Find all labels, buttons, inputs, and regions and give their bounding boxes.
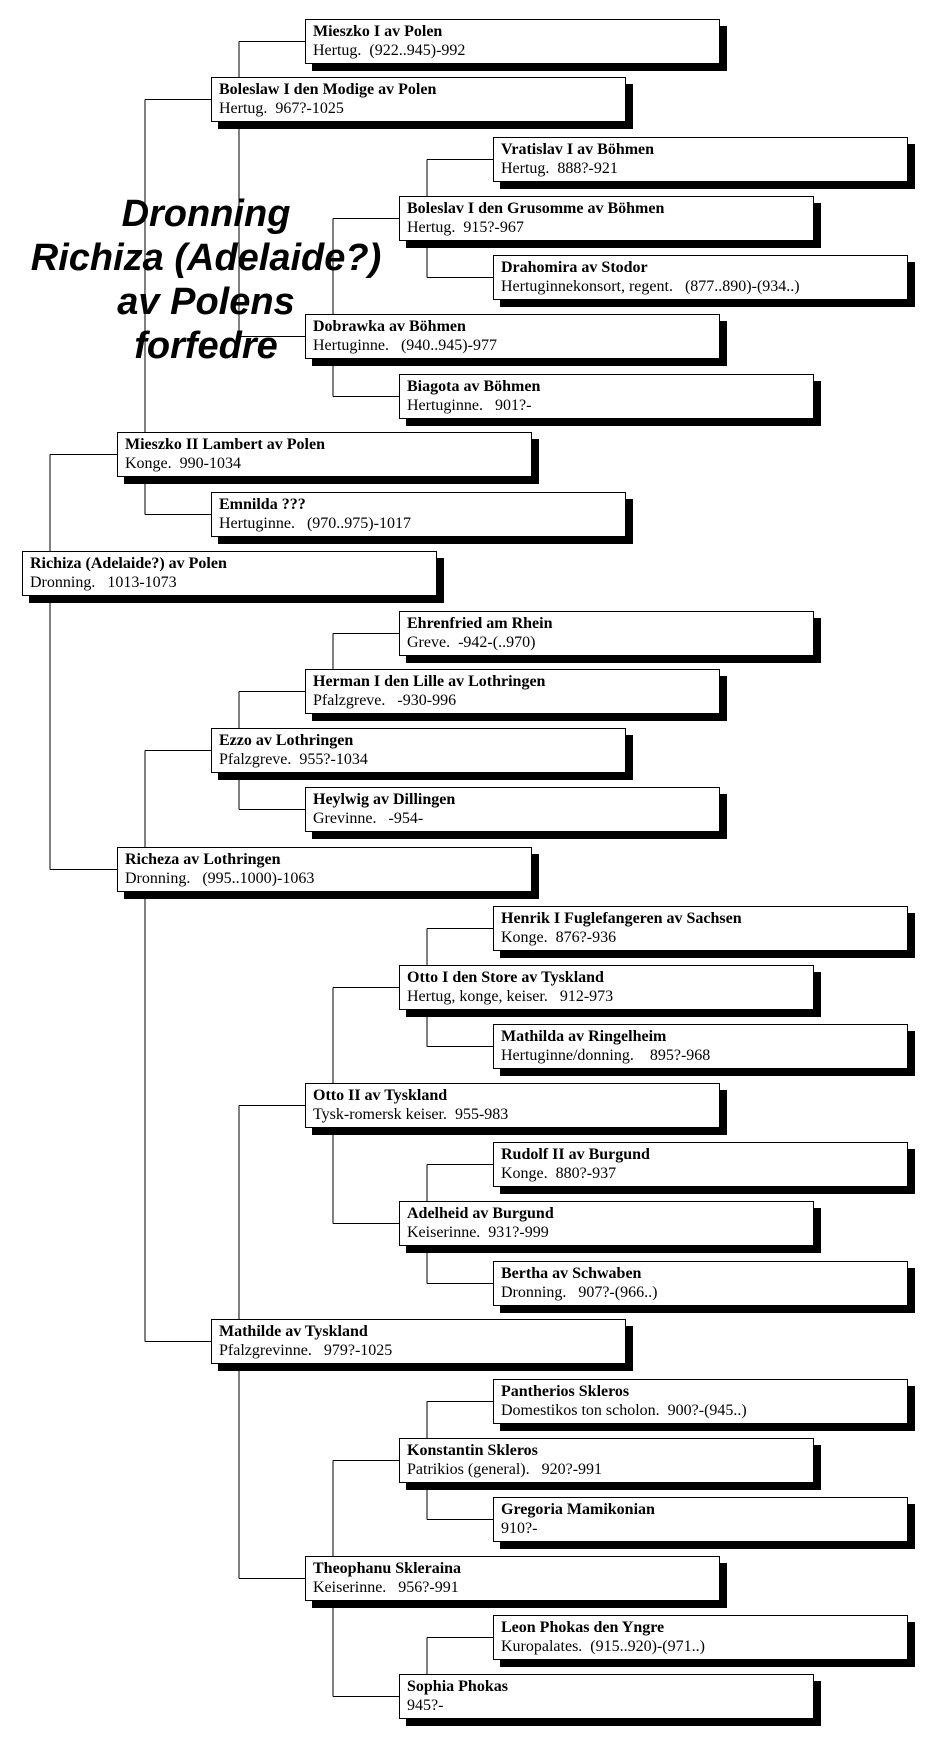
person-name: Ehrenfried am Rhein — [407, 615, 553, 632]
title-line: forfedre — [134, 325, 278, 367]
person-name: Rudolf II av Burgund — [501, 1146, 650, 1163]
person-name: Richeza av Lothringen — [125, 851, 281, 868]
person-name: Heylwig av Dillingen — [313, 791, 456, 808]
person-name: Theophanu Skleraina — [313, 1560, 462, 1577]
person-info: 945?- — [407, 1697, 444, 1714]
person-name: Boleslav I den Grusomme av Böhmen — [407, 200, 665, 217]
person-info: Greve. -942-(..970) — [407, 634, 536, 651]
person-name: Adelheid av Burgund — [407, 1205, 554, 1222]
person-info: Keiserinne. 931?-999 — [407, 1224, 549, 1241]
person-info: Grevinne. -954- — [313, 810, 424, 827]
person-name: Boleslaw I den Modige av Polen — [219, 81, 437, 98]
person-info: Pfalzgreve. 955?-1034 — [219, 751, 368, 768]
person-info: Dronning. (995..1000)-1063 — [125, 870, 315, 887]
person-info: Hertug. (922..945)-992 — [313, 42, 466, 59]
person-name: Mieszko II Lambert av Polen — [125, 436, 325, 453]
title-line: Richiza (Adelaide?) — [30, 237, 382, 279]
person-info: Keiserinne. 956?-991 — [313, 1579, 459, 1596]
chart-title: Dronning Richiza (Adelaide?) av Polens f… — [6, 192, 406, 368]
person-name: Richiza (Adelaide?) av Polen — [30, 555, 227, 572]
person-name: Bertha av Schwaben — [501, 1265, 642, 1282]
person-name: Ezzo av Lothringen — [219, 732, 354, 749]
person-name: Dobrawka av Böhmen — [313, 318, 466, 335]
person-name: Sophia Phokas — [407, 1678, 508, 1695]
person-info: Dronning. 907?-(966..) — [501, 1284, 658, 1301]
person-info: Pfalzgrevinne. 979?-1025 — [219, 1342, 393, 1359]
person-box: Emnilda ??? Hertuginne. (970..975)-1017 — [211, 492, 626, 537]
person-info: Hertug. 915?-967 — [407, 219, 524, 236]
person-info: Hertuginne/donning. 895?-968 — [501, 1047, 711, 1064]
person-name: Otto I den Store av Tyskland — [407, 969, 604, 986]
person-name: Vratislav I av Böhmen — [501, 141, 655, 158]
person-box: Gregoria Mamikonian 910?- — [493, 1497, 908, 1542]
person-info: Hertuginne. (940..945)-977 — [313, 337, 497, 354]
person-name: Drahomira av Stodor — [501, 259, 648, 276]
person-name: Henrik I Fuglefangeren av Sachsen — [501, 910, 742, 927]
person-name: Mathilde av Tyskland — [219, 1323, 368, 1340]
person-info: Hertuginnekonsort, regent. (877..890)-(9… — [501, 278, 800, 295]
person-info: Konge. 990-1034 — [125, 455, 241, 472]
person-info: Domestikos ton scholon. 900?-(945..) — [501, 1402, 747, 1419]
person-name: Gregoria Mamikonian — [501, 1501, 655, 1518]
person-info: Hertug. 967?-1025 — [219, 100, 344, 117]
person-name: Emnilda ??? — [219, 496, 306, 513]
title-line: av Polens — [117, 281, 295, 323]
person-info: Pfalzgreve. -930-996 — [313, 692, 457, 709]
title-line: Dronning — [121, 193, 291, 235]
person-name: Herman I den Lille av Lothringen — [313, 673, 546, 690]
person-info: Patrikios (general). 920?-991 — [407, 1461, 603, 1478]
person-name: Pantherios Skleros — [501, 1383, 630, 1400]
person-name: Biagota av Böhmen — [407, 378, 541, 395]
person-name: Leon Phokas den Yngre — [501, 1619, 665, 1636]
person-info: Konge. 880?-937 — [501, 1165, 617, 1182]
person-info: Dronning. 1013-1073 — [30, 574, 177, 591]
person-info: 910?- — [501, 1520, 538, 1537]
person-info: Kuropalates. (915..920)-(971..) — [501, 1638, 705, 1655]
person-name: Konstantin Skleros — [407, 1442, 538, 1459]
person-info: Tysk-romersk keiser. 955-983 — [313, 1106, 509, 1123]
person-info: Hertug, konge, keiser. 912-973 — [407, 988, 614, 1005]
person-info: Konge. 876?-936 — [501, 929, 617, 946]
person-name: Mathilda av Ringelheim — [501, 1028, 667, 1045]
person-name: Otto II av Tyskland — [313, 1087, 448, 1104]
person-name: Mieszko I av Polen — [313, 23, 443, 40]
person-info: Hertug. 888?-921 — [501, 160, 618, 177]
person-info: Hertuginne. 901?- — [407, 397, 532, 414]
person-box: Sophia Phokas 945?- — [399, 1674, 814, 1719]
person-info: Hertuginne. (970..975)-1017 — [219, 515, 411, 532]
